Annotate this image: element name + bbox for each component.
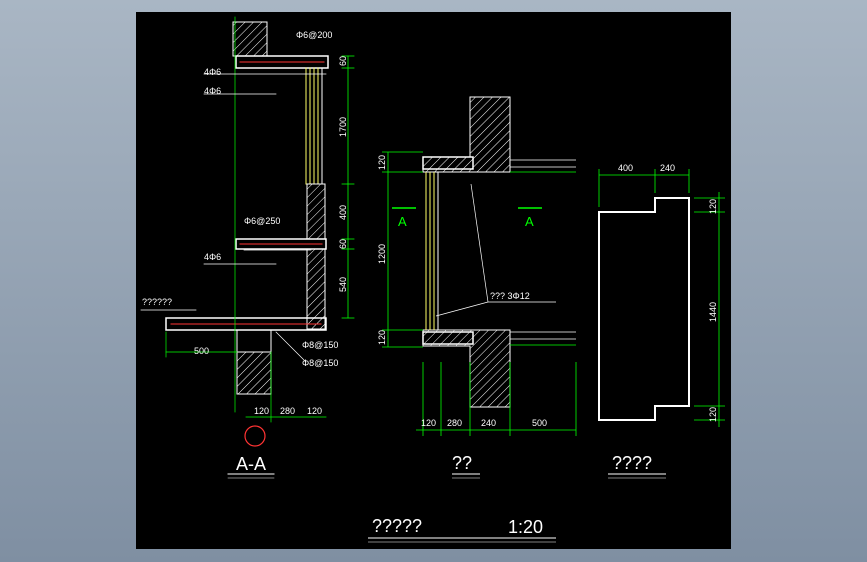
lintel-mid — [235, 238, 327, 250]
plan-dim-top-2: 240 — [660, 163, 675, 173]
wall-bottom — [236, 351, 272, 395]
elev-section-mark-right-label: A — [525, 214, 534, 229]
wall-top — [232, 21, 268, 57]
aa-dim-bottom-1: 120 — [254, 406, 269, 416]
aa-top-rebar-label: Φ6@200 — [296, 30, 332, 40]
elev-dim-bottom-4: 500 — [532, 418, 547, 428]
aa-dim-right-5: 540 — [338, 277, 348, 292]
plan-dim-top-1: 400 — [618, 163, 633, 173]
elev-dim-left-1: 120 — [377, 155, 387, 170]
cad-drawing: Φ6@200 4Φ6 4Φ6 Φ6@250 4Φ6 ?????? Φ8@150 … — [140, 16, 725, 543]
drawing-canvas: Φ6@200 4Φ6 4Φ6 Φ6@250 4Φ6 ?????? Φ8@150 … — [136, 12, 731, 549]
aa-dim-bottom-2: 280 — [280, 406, 295, 416]
plan-outline — [598, 197, 690, 421]
elev-dim-bottom-3: 240 — [481, 418, 496, 428]
axis-bubble — [244, 425, 266, 447]
plan-dim-right-2: 1440 — [708, 302, 718, 322]
elev-lower-wall — [422, 329, 511, 408]
elev-rebar-label: ??? 3Φ12 — [490, 291, 530, 301]
aa-dim-bottom-3: 120 — [307, 406, 322, 416]
aa-rebar-label-a: 4Φ6 — [204, 67, 221, 77]
elev-dim-left-3: 120 — [377, 330, 387, 345]
slab — [165, 317, 327, 331]
aa-dim-right-1: 60 — [338, 56, 348, 66]
aa-rebar-label-c: 4Φ6 — [204, 252, 221, 262]
plan-dim-right-3: 120 — [708, 407, 718, 422]
drawing-title: ????? — [372, 516, 422, 536]
elev-section-mark-left-label: A — [398, 214, 407, 229]
lintel-top — [235, 55, 329, 69]
drawing-scale: 1:20 — [508, 517, 543, 537]
aa-dim-right-4: 60 — [338, 239, 348, 249]
section-plan — [598, 169, 725, 479]
plan-view-title: ???? — [612, 453, 652, 473]
elev-dim-bottom-2: 280 — [447, 418, 462, 428]
aa-rebar-label-b: 4Φ6 — [204, 86, 221, 96]
aa-slab-label: ?????? — [142, 297, 172, 307]
plan-dim-right-1: 120 — [708, 199, 718, 214]
section-aa — [140, 16, 355, 479]
wall-lower — [306, 248, 326, 330]
elev-dim-left-2: 1200 — [377, 244, 387, 264]
aa-view-title: A-A — [236, 454, 266, 474]
elev-upper-wall — [422, 96, 511, 173]
aa-dim-left: 500 — [194, 346, 209, 356]
aa-bottom-rebar-2: Φ8@150 — [302, 358, 338, 368]
section-elevation — [382, 96, 577, 479]
aa-bottom-rebar-1: Φ8@150 — [302, 340, 338, 350]
elev-dim-bottom-1: 120 — [421, 418, 436, 428]
aa-dim-right-2: 1700 — [338, 117, 348, 137]
aa-mid-rebar-label: Φ6@250 — [244, 216, 280, 226]
wall-mid — [306, 183, 326, 240]
aa-dim-right-3: 400 — [338, 205, 348, 220]
elev-view-title: ?? — [452, 453, 472, 473]
